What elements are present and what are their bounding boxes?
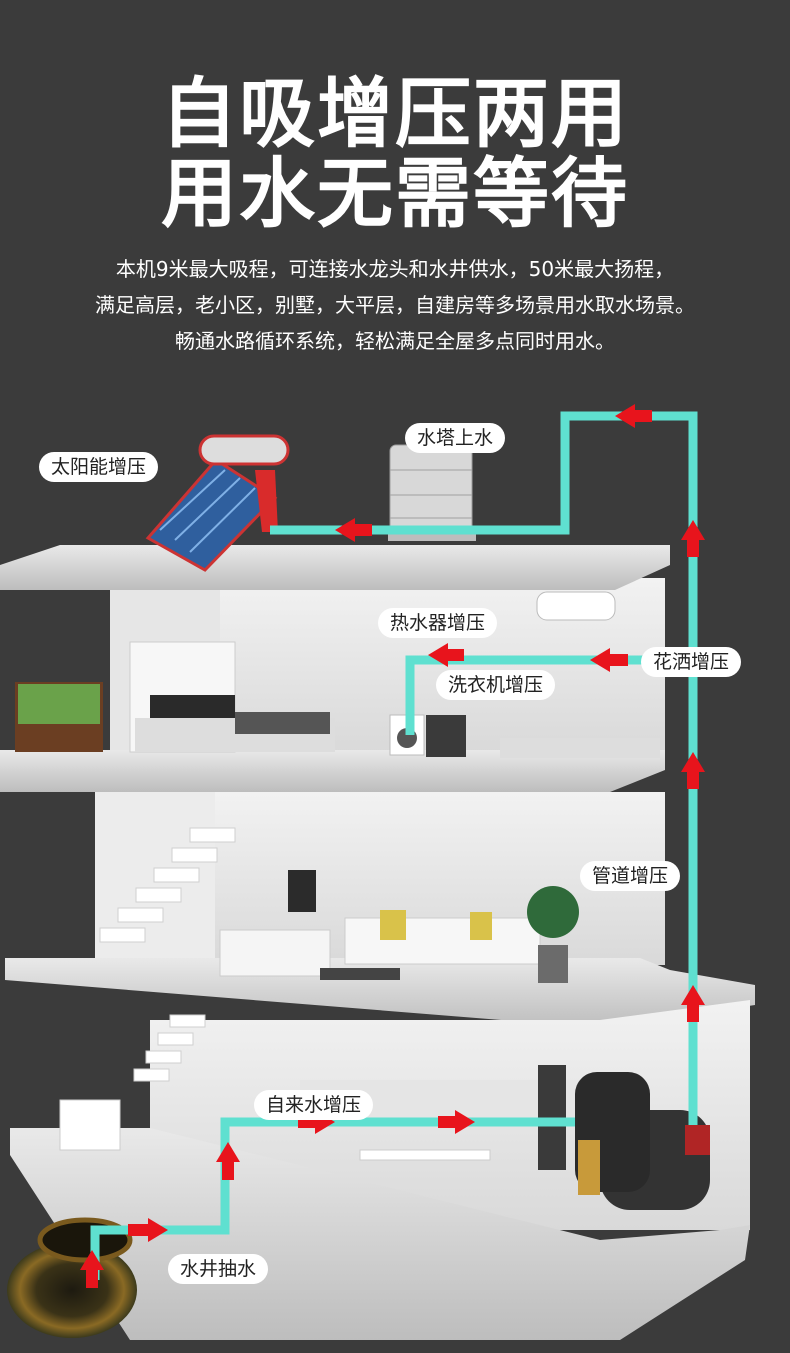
arrow-up-tap — [216, 1142, 240, 1180]
dryer — [426, 715, 466, 757]
bathtub — [500, 738, 660, 758]
label-water-heater: 热水器增压 — [378, 608, 498, 638]
label-washer: 洗衣机增压 — [436, 670, 556, 700]
arrow-right-tap-2 — [438, 1110, 475, 1134]
arrow-left-shower — [590, 648, 628, 672]
staircase-upper — [99, 827, 236, 943]
arrow-left-roof — [335, 518, 372, 542]
middle-floor-furniture — [219, 870, 579, 983]
sofa-left — [219, 929, 331, 977]
wall-panel — [288, 870, 316, 912]
label-tap-water: 自来水增压 — [254, 1090, 374, 1120]
description-line1: 本机9米最大吸程，可连接水龙头和水井供水，50米最大扬程， — [115, 257, 675, 281]
label-pipe: 管道增压 — [580, 861, 681, 891]
description-line2: 满足高层，老小区，别墅，大平层，自建房等多场景用水取水场景。 — [95, 293, 695, 317]
arrow-left-heater — [428, 643, 464, 667]
flow-arrows — [80, 404, 705, 1288]
staircase-lower — [133, 1014, 206, 1082]
label-solar: 太阳能增压 — [39, 452, 159, 482]
wall-water-heater — [536, 591, 616, 621]
arrow-up-2 — [681, 752, 705, 789]
plant-pot — [538, 945, 568, 983]
top-floor-furniture — [15, 591, 660, 758]
second-floor-slab — [0, 750, 665, 792]
arrow-up-1 — [681, 520, 705, 557]
arrow-right-well — [128, 1218, 168, 1242]
ground-slab — [10, 1128, 750, 1340]
arrow-left-top — [615, 404, 652, 428]
pipe-ground-feed — [90, 1117, 575, 1280]
label-well: 水井抽水 — [168, 1254, 269, 1284]
dining-table — [359, 1149, 491, 1161]
sofa-right — [344, 917, 541, 965]
arrow-up-well — [80, 1250, 104, 1288]
water-well — [7, 1217, 137, 1338]
coffee-table — [320, 968, 400, 980]
roof-slab — [0, 545, 670, 590]
upper-floor-room — [215, 578, 665, 752]
solar-water-heater — [145, 434, 290, 572]
arrow-up-3 — [681, 985, 705, 1022]
water-pump — [575, 1072, 710, 1210]
label-water-tower: 水塔上水 — [405, 423, 506, 453]
headline-line2: 用水无需等待 — [161, 149, 629, 238]
label-shower: 花洒增压 — [641, 647, 742, 677]
description-line3: 畅通水路循环系统，轻松满足全屋多点同时用水。 — [175, 329, 615, 353]
headline-line1: 自吸增压两用 — [161, 69, 629, 158]
